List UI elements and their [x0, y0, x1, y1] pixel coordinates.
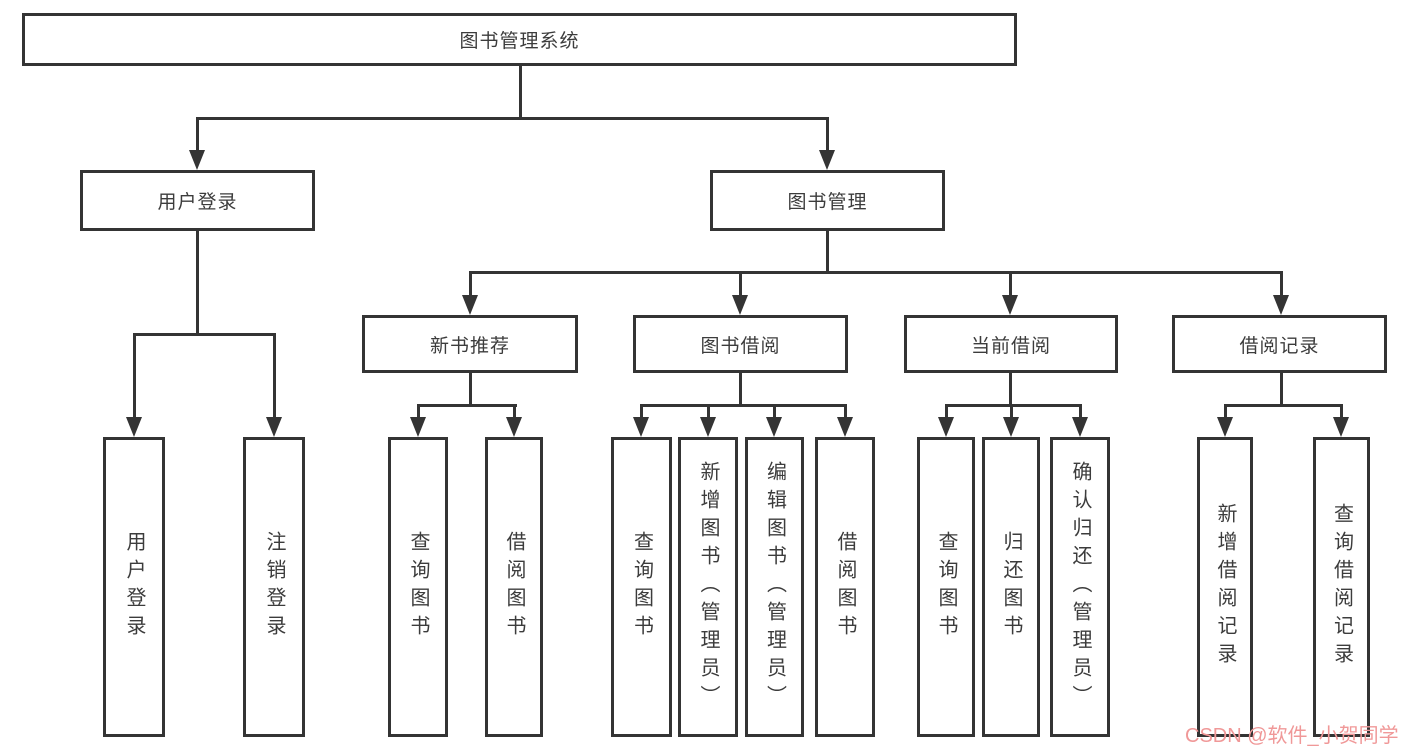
- node-root: 图书管理系统: [22, 13, 1017, 66]
- arrow-down-icon: [732, 295, 748, 315]
- arrow-down-icon: [189, 150, 205, 170]
- connector-userlogin-stem: [196, 231, 199, 336]
- connector-drop: [1340, 404, 1343, 420]
- leaf-query-books-borrow: 查询图书: [611, 437, 672, 737]
- connector-drop: [707, 404, 710, 420]
- connector-borrow-stem: [739, 373, 742, 407]
- connector-borrow-bar: [640, 404, 846, 407]
- connector-records-bar: [1224, 404, 1342, 407]
- connector-drop: [773, 404, 776, 420]
- arrow-down-icon: [506, 417, 522, 437]
- connector-drop: [640, 404, 643, 420]
- leaf-borrow-books-recommend: 借阅图书: [485, 437, 543, 737]
- connector-current-bar: [945, 404, 1082, 407]
- arrow-down-icon: [1217, 417, 1233, 437]
- leaf-borrow-books: 借阅图书: [815, 437, 875, 737]
- arrow-down-icon: [1072, 417, 1088, 437]
- node-book-borrowing-label: 图书借阅: [700, 335, 781, 357]
- arrow-down-icon: [1273, 295, 1289, 315]
- arrow-down-icon: [700, 417, 716, 437]
- connector-current-stem: [1009, 373, 1012, 407]
- leaf-query-books-recommend: 查询图书: [388, 437, 448, 737]
- node-book-management: 图书管理: [710, 170, 945, 231]
- leaf-label: 确认归还（管理员）: [1069, 461, 1091, 713]
- leaf-label: 新增借阅记录: [1214, 503, 1236, 671]
- arrow-down-icon: [1002, 295, 1018, 315]
- leaf-label: 归还图书: [1000, 531, 1022, 643]
- arrow-down-icon: [266, 417, 282, 437]
- leaf-label: 用户登录: [123, 531, 145, 643]
- node-new-book-recommend-label: 新书推荐: [429, 335, 510, 357]
- leaf-return-books: 归还图书: [982, 437, 1040, 737]
- node-user-login-label: 用户登录: [157, 192, 238, 213]
- connector-root-stem: [519, 66, 522, 118]
- node-borrowing-records: 借阅记录: [1172, 315, 1387, 373]
- leaf-label: 注销登录: [263, 531, 285, 643]
- leaf-add-borrow-record: 新增借阅记录: [1197, 437, 1253, 737]
- node-current-borrowing-label: 当前借阅: [970, 335, 1051, 357]
- leaf-label: 查询图书: [935, 531, 957, 643]
- arrow-down-icon: [1333, 417, 1349, 437]
- leaf-label: 查询图书: [630, 531, 653, 643]
- arrow-down-icon: [462, 295, 478, 315]
- connector-drop: [1079, 404, 1082, 420]
- connector-drop: [1010, 404, 1013, 420]
- connector-userlogin-bar: [133, 333, 275, 336]
- leaf-label: 借阅图书: [503, 531, 525, 643]
- leaf-edit-books-admin: 编辑图书（管理员）: [745, 437, 804, 737]
- connector-drop: [1009, 271, 1012, 297]
- arrow-down-icon: [938, 417, 954, 437]
- leaf-label: 编辑图书（管理员）: [763, 461, 786, 713]
- connector-drop: [739, 271, 742, 297]
- leaf-label: 新增图书（管理员）: [697, 461, 719, 713]
- leaf-add-books-admin: 新增图书（管理员）: [678, 437, 738, 737]
- node-root-label: 图书管理系统: [459, 31, 580, 52]
- connector-drop: [1280, 271, 1283, 297]
- node-borrowing-records-label: 借阅记录: [1239, 335, 1320, 357]
- connector-bookmgmt-stem: [826, 231, 829, 274]
- leaf-query-books-current: 查询图书: [917, 437, 975, 737]
- leaf-logout: 注销登录: [243, 437, 305, 737]
- arrow-down-icon: [819, 150, 835, 170]
- arrow-down-icon: [410, 417, 426, 437]
- arrow-down-icon: [1003, 417, 1019, 437]
- connector-drop: [1224, 404, 1227, 420]
- leaf-query-borrow-record: 查询借阅记录: [1313, 437, 1370, 737]
- connector-drop: [945, 404, 948, 420]
- arrow-down-icon: [837, 417, 853, 437]
- connector-newbook-stem: [469, 373, 472, 407]
- connector-newbook-bar: [417, 404, 517, 407]
- leaf-label: 查询图书: [407, 531, 429, 643]
- connector-drop: [196, 117, 199, 153]
- connector-drop: [513, 404, 516, 420]
- leaf-user-login: 用户登录: [103, 437, 165, 737]
- node-new-book-recommend: 新书推荐: [362, 315, 578, 373]
- connector-drop: [844, 404, 847, 420]
- node-user-login: 用户登录: [80, 170, 315, 231]
- connector-drop: [826, 117, 829, 153]
- connector-drop: [469, 271, 472, 297]
- connector-drop: [417, 404, 420, 420]
- connector-drop: [133, 333, 136, 419]
- leaf-label: 查询借阅记录: [1330, 503, 1353, 671]
- arrow-down-icon: [633, 417, 649, 437]
- node-current-borrowing: 当前借阅: [904, 315, 1118, 373]
- node-book-management-label: 图书管理: [787, 192, 868, 213]
- connector-level3-bar: [469, 271, 1283, 274]
- connector-records-stem: [1280, 373, 1283, 407]
- node-book-borrowing: 图书借阅: [633, 315, 848, 373]
- leaf-label: 借阅图书: [834, 531, 856, 643]
- csdn-watermark: CSDN @软件_小贺同学: [1185, 725, 1399, 747]
- arrow-down-icon: [126, 417, 142, 437]
- connector-drop: [273, 333, 276, 419]
- connector-level2-bar: [196, 117, 829, 120]
- arrow-down-icon: [766, 417, 782, 437]
- leaf-confirm-return-admin: 确认归还（管理员）: [1050, 437, 1110, 737]
